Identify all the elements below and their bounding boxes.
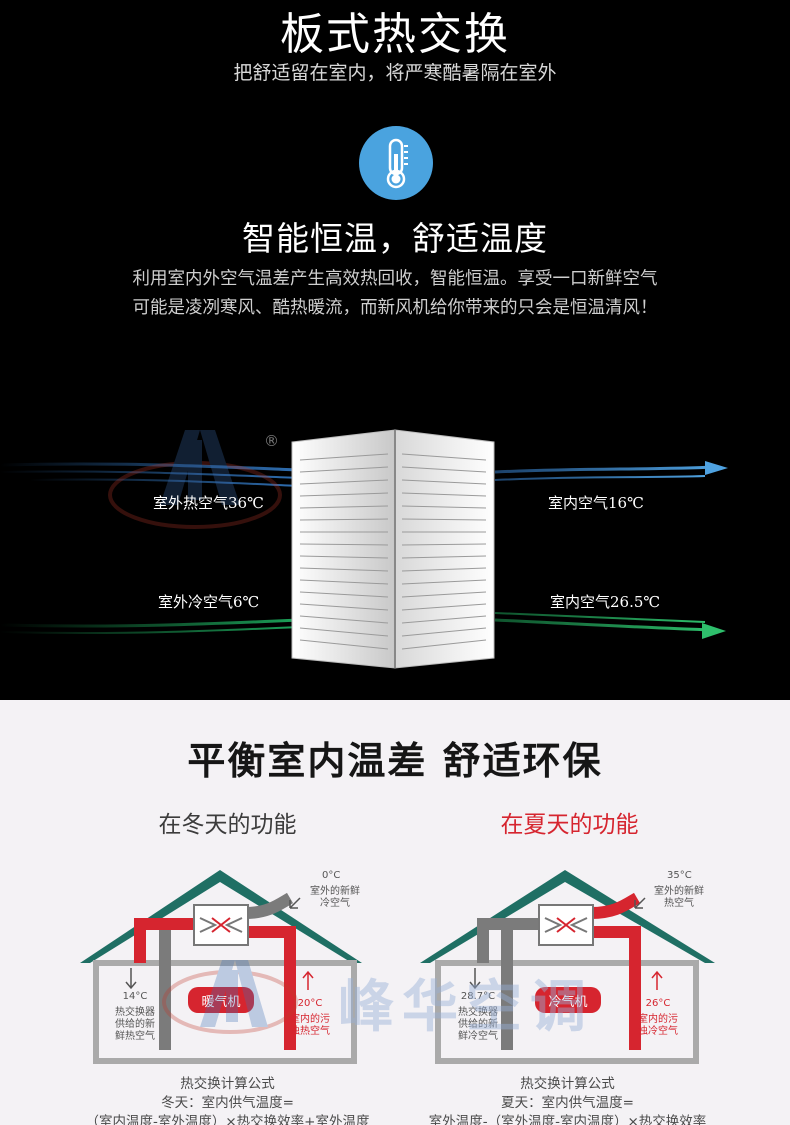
winter-house-diagram: 0°C 室外的新鲜 冷空气 暖气机 14°C 热交换器 供给的新 鲜热空气 20…: [0, 860, 395, 1070]
brand-logo-watermark: [162, 960, 298, 1034]
label-indoor-air-26-5: 室内空气26.5℃: [550, 593, 661, 611]
winter-indoor-temp: 20°C: [297, 998, 323, 1009]
registered-mark: ®: [264, 432, 279, 450]
summer-device-label: 冷气机: [548, 995, 588, 1010]
summer-formula: 热交换计算公式 夏天：室内供气温度= 室外温度-（室外温度-室内温度）×热交换效…: [370, 1075, 765, 1125]
winter-supply-l3: 鲜热空气: [115, 1031, 155, 1042]
summer-formula-line1: 夏天：室内供气温度=: [501, 1095, 634, 1111]
feature-desc-line1: 利用室内外空气温差产生高效热回收，智能恒温。享受一口新鲜空气: [132, 269, 658, 289]
label-outdoor-hot-air: 室外热空气36℃: [153, 494, 264, 512]
airflow-diagram: ® 室外热空气36℃ 室内空气16℃ 室外冷空气6℃ 室内空气26.5℃: [0, 410, 790, 700]
summer-outside-l2: 热空气: [664, 898, 694, 909]
winter-outside-l2: 冷空气: [320, 898, 350, 909]
winter-supply-l1: 热交换器: [115, 1007, 155, 1018]
summer-supply-temp: 28.7°C: [460, 991, 496, 1002]
feature-desc-line2: 可能是凌冽寒风、酷热暖流，而新风机给你带来的只会是恒温清风！: [132, 298, 658, 318]
winter-device-label: 暖气机: [188, 991, 254, 1010]
summer-formula-title: 热交换计算公式: [520, 1076, 615, 1092]
brand-name-watermark: 峰华空调: [338, 975, 594, 1040]
winter-indoor-l1: 室内的污: [290, 1014, 330, 1025]
winter-formula: 热交换计算公式 冬天：室内供气温度= （室内温度-室外温度）×热交换效率+室外温…: [30, 1075, 425, 1125]
summer-supply-l2: 供给的新: [458, 1019, 498, 1030]
summer-formula-line2: 室外温度-（室外温度-室内温度）×热交换效率: [428, 1114, 707, 1125]
label-outdoor-cold-air: 室外冷空气6℃: [158, 593, 260, 611]
winter-formula-line1: 冬天：室内供气温度=: [161, 1095, 294, 1111]
summer-outside-l1: 室外的新鲜: [654, 886, 704, 897]
summer-house-diagram: 35°C 室外的新鲜 热空气 冷气机 28.7°C 热交换器 供给的新 鲜冷空气…: [395, 860, 790, 1070]
feature-title: 智能恒温，舒适温度: [242, 219, 548, 258]
summer-outside-temp: 35°C: [667, 870, 692, 881]
summer-supply-l1: 热交换器: [458, 1007, 498, 1018]
page-title: 板式热交换: [280, 9, 510, 60]
winter-formula-title: 热交换计算公式: [180, 1076, 275, 1092]
balance-section: 平衡室内温差 舒适环保 在冬天的功能 在夏天的功能: [0, 700, 790, 1125]
winter-formula-line2: （室内温度-室外温度）×热交换效率+室外温度: [85, 1114, 370, 1125]
balance-title: 平衡室内温差 舒适环保: [187, 739, 603, 783]
thermometer-icon: [359, 126, 433, 200]
winter-supply-l2: 供给的新: [115, 1019, 155, 1030]
label-indoor-air-16: 室内空气16℃: [548, 494, 644, 512]
winter-outside-l1: 室外的新鲜: [310, 886, 360, 897]
summer-label: 在夏天的功能: [500, 812, 639, 838]
summer-indoor-temp: 26°C: [645, 998, 671, 1009]
heat-exchange-section: 板式热交换 把舒适留在室内，将严寒酷暑隔在室外 智能恒温，舒适温度 利用室内外空…: [0, 9, 790, 700]
airflow-graphic: [0, 429, 728, 669]
winter-outside-temp: 0°C: [322, 870, 341, 881]
summer-indoor-l1: 室内的污: [638, 1014, 678, 1025]
winter-indoor-l2: 浊热空气: [290, 1026, 330, 1037]
summer-indoor-l2: 浊冷空气: [638, 1026, 678, 1037]
page-subtitle: 把舒适留在室内，将严寒酷暑隔在室外: [233, 62, 557, 84]
summer-supply-l3: 鲜冷空气: [458, 1031, 498, 1042]
winter-label: 在冬天的功能: [158, 812, 297, 838]
winter-supply-temp: 14°C: [122, 991, 148, 1002]
